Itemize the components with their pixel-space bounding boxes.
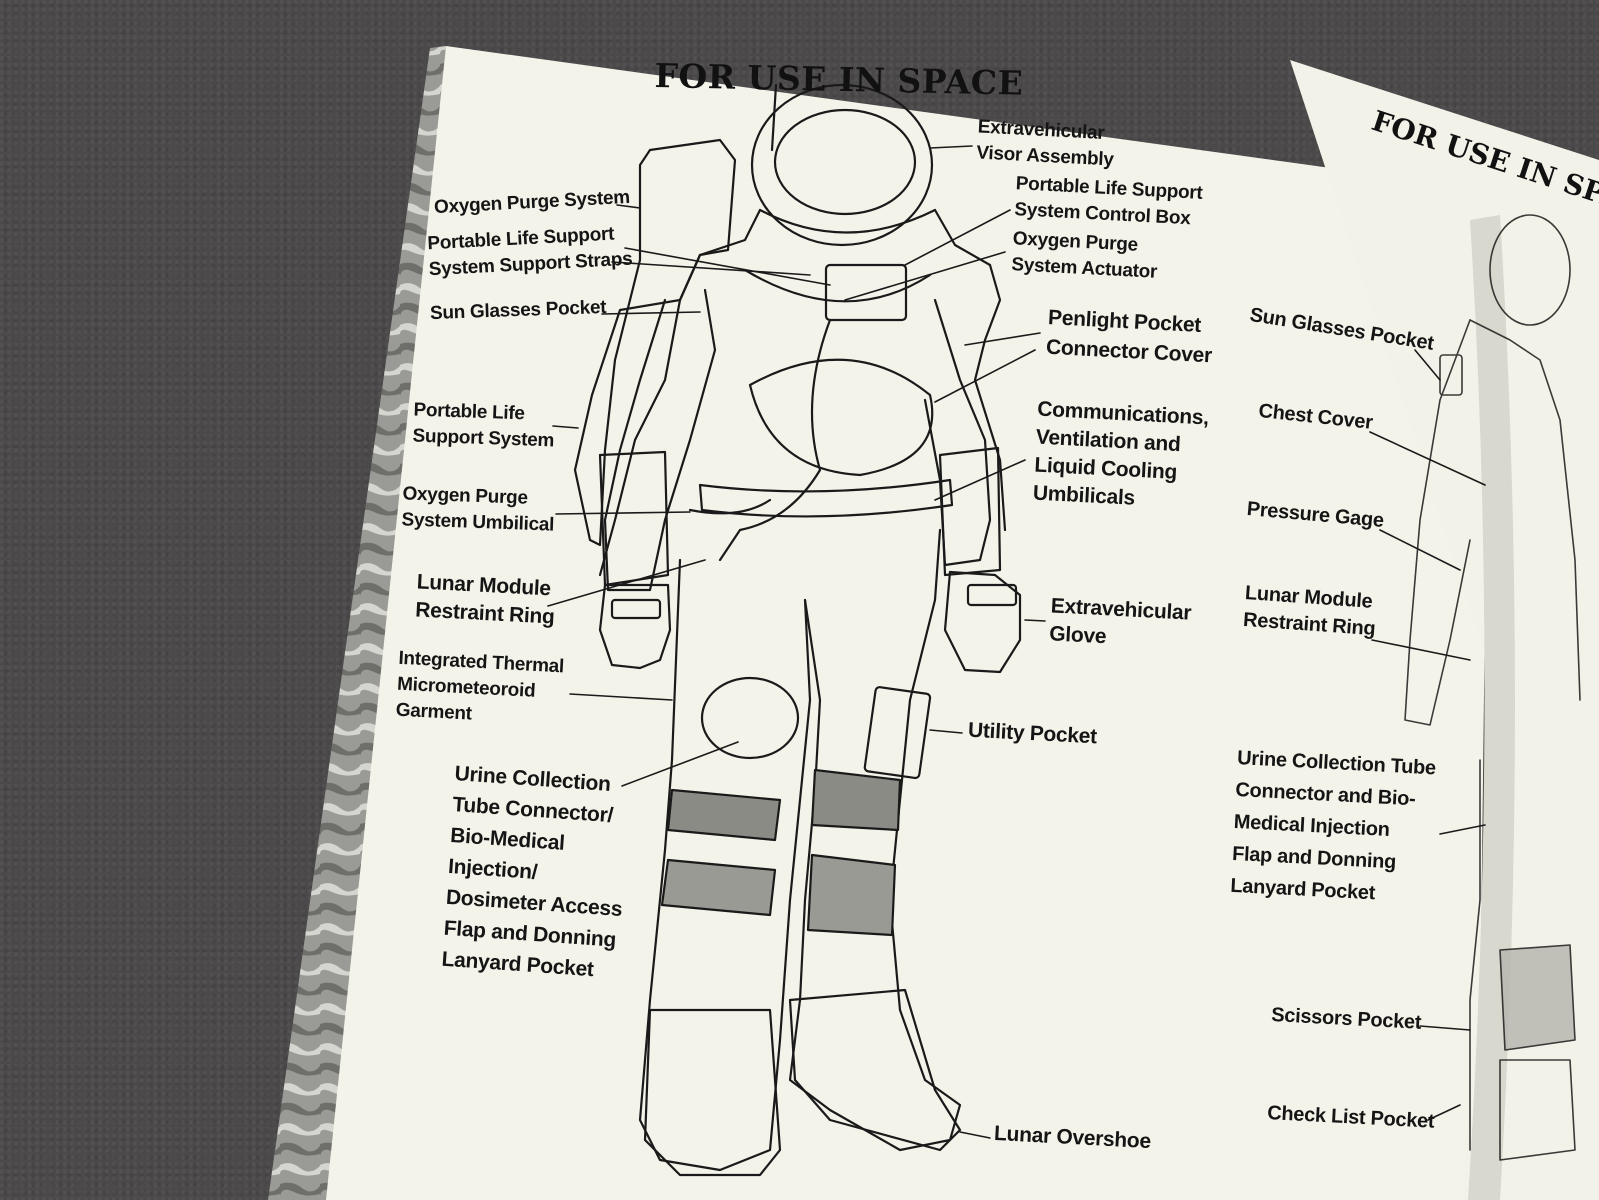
label-plss-control-box: Portable Life Support System Control Box bbox=[1013, 173, 1204, 230]
left-glove bbox=[598, 583, 672, 670]
torso bbox=[598, 253, 1007, 577]
belt bbox=[698, 478, 954, 518]
label-rp-urine-collection: Urine Collection Tube Connector and Bio-… bbox=[1229, 746, 1437, 905]
neck-ring bbox=[698, 208, 992, 267]
left-page bbox=[326, 46, 1490, 1200]
leader-lines bbox=[547, 145, 1486, 1139]
right-arm bbox=[923, 298, 992, 567]
page-title: FOR USE IN SPACE bbox=[654, 56, 1024, 103]
knee-patch bbox=[700, 676, 800, 760]
left-leg bbox=[638, 558, 812, 1172]
left-arm bbox=[603, 288, 717, 592]
right-page-spacesuit bbox=[1404, 214, 1581, 1161]
label-ev-visor: Extravehicular Visor Assembly bbox=[975, 116, 1115, 171]
plss-backpack bbox=[573, 138, 737, 547]
right-leg bbox=[788, 528, 962, 1152]
lunar-overshoe bbox=[643, 1008, 782, 1177]
label-lunar-module-restraint-ring: Lunar Module Restraint Ring bbox=[414, 570, 556, 629]
helmet bbox=[750, 83, 934, 247]
label-itmg: Integrated Thermal Micrometeoroid Garmen… bbox=[395, 647, 565, 725]
label-rp-lunar-module-restraint-ring: Lunar Module Restraint Ring bbox=[1242, 581, 1377, 641]
label-umbilicals: Communications, Ventilation and Liquid C… bbox=[1032, 397, 1210, 510]
right-glove bbox=[943, 570, 1022, 674]
utility-pocket bbox=[863, 686, 932, 780]
label-ev-glove: Extravehicular Glove bbox=[1048, 594, 1192, 649]
label-oxygen-purge-umbilical: Oxygen Purge System Umbilical bbox=[401, 483, 555, 536]
control-box bbox=[824, 263, 908, 322]
label-plss: Portable Life Support System bbox=[412, 399, 555, 452]
label-oxygen-purge-actuator: Oxygen Purge System Actuator bbox=[1010, 228, 1158, 283]
right-page bbox=[1290, 60, 1599, 1200]
book-cover-edge bbox=[268, 46, 446, 1200]
label-urine-collection: Urine Collection Tube Connector/ Bio-Med… bbox=[440, 762, 623, 982]
label-plss-support-straps: Portable Life Support System Support Str… bbox=[426, 223, 633, 281]
